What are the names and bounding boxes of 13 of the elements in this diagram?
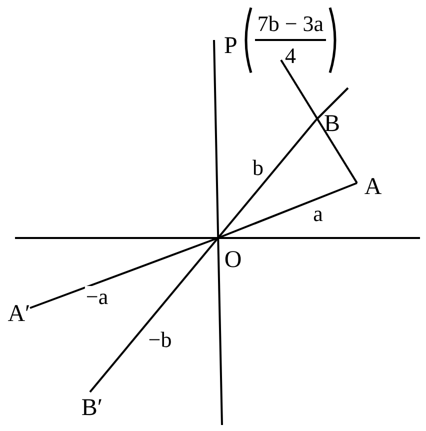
- point-label: B′: [81, 396, 103, 420]
- line-segment: [30, 237, 218, 309]
- fraction-denominator: 4: [284, 42, 296, 68]
- point-label: B: [324, 112, 340, 136]
- point-label: A: [364, 175, 382, 199]
- line-segment: [280, 59, 358, 184]
- fraction-numerator: 7b − 3a: [255, 12, 326, 42]
- point-label: A′: [8, 302, 30, 326]
- line-segment: [217, 119, 317, 239]
- point-label: O: [224, 248, 242, 272]
- line-segment: [89, 237, 219, 393]
- line-segment: [218, 182, 358, 239]
- point-label: P: [224, 34, 238, 58]
